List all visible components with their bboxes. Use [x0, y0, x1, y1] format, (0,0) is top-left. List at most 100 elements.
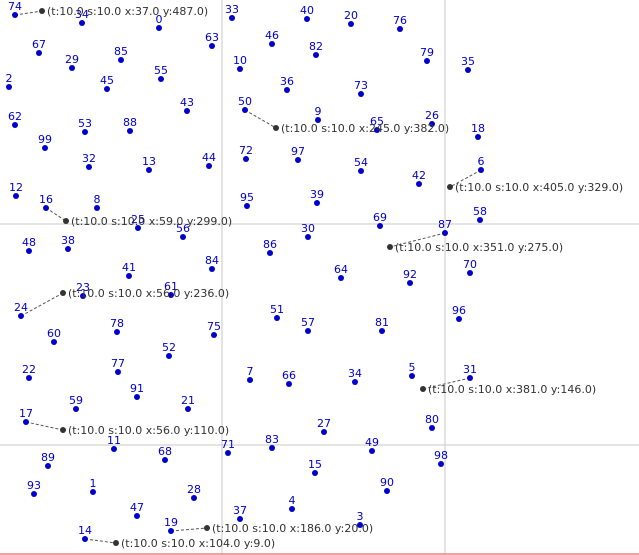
data-point-label-44: 44	[202, 151, 216, 164]
data-point-75	[211, 332, 217, 338]
data-point-50	[242, 107, 248, 113]
annotation-anchor-6	[420, 386, 426, 392]
data-point-label-69: 69	[373, 211, 387, 224]
data-point-83	[269, 445, 275, 451]
data-point-label-40: 40	[300, 4, 314, 17]
annotation-anchor-0	[39, 8, 45, 14]
data-point-label-25: 25	[131, 213, 145, 226]
data-point-42	[416, 181, 422, 187]
data-point-label-72: 72	[239, 144, 253, 157]
data-point-20	[348, 21, 354, 27]
data-point-51	[274, 315, 280, 321]
data-point-13	[146, 167, 152, 173]
data-point-label-4: 4	[289, 494, 296, 507]
data-point-label-43: 43	[180, 96, 194, 109]
data-point-label-19: 19	[164, 516, 178, 529]
data-point-label-80: 80	[425, 413, 439, 426]
data-point-label-34: 34	[75, 8, 89, 21]
data-point-label-23: 23	[76, 281, 90, 294]
data-point-73	[358, 91, 364, 97]
data-point-5	[409, 373, 415, 379]
data-point-label-74: 74	[8, 0, 22, 13]
data-point-label-66: 66	[282, 369, 296, 382]
annotation-label-6: (t:10.0 s:10.0 x:381.0 y:146.0)	[428, 383, 596, 396]
data-point-97	[295, 157, 301, 163]
annotation-label-7: (t:10.0 s:10.0 x:56.0 y:110.0)	[68, 424, 229, 437]
data-point-91	[134, 394, 140, 400]
data-point-80	[429, 425, 435, 431]
data-point-label-30: 30	[301, 222, 315, 235]
data-point-32	[86, 164, 92, 170]
data-point-77	[115, 369, 121, 375]
data-point-35	[465, 67, 471, 73]
data-point-label-17: 17	[19, 407, 33, 420]
data-point-31	[467, 375, 473, 381]
data-point-40	[304, 16, 310, 22]
annotation-leader-1	[244, 109, 277, 129]
data-point-66	[286, 381, 292, 387]
data-point-58	[477, 217, 483, 223]
data-point-34	[352, 379, 358, 385]
annotation-leader-7	[25, 421, 64, 431]
annotation-anchor-5	[60, 290, 66, 296]
annotation-anchor-3	[63, 218, 69, 224]
annotation-label-2: (t:10.0 s:10.0 x:405.0 y:329.0)	[455, 181, 623, 194]
data-point-label-85: 85	[114, 45, 128, 58]
data-point-label-27: 27	[317, 417, 331, 430]
data-point-34	[79, 20, 85, 26]
data-point-39	[314, 200, 320, 206]
annotation-leader-3	[45, 207, 67, 222]
data-point-label-67: 67	[32, 38, 46, 51]
data-point-label-81: 81	[375, 316, 389, 329]
annotation-leader-5	[20, 292, 64, 317]
data-point-61	[168, 292, 174, 298]
data-point-label-1: 1	[90, 477, 97, 490]
data-point-label-99: 99	[38, 133, 52, 146]
annotation-anchor-1	[273, 125, 279, 131]
data-point-label-38: 38	[61, 234, 75, 247]
data-point-36	[284, 87, 290, 93]
data-point-33	[229, 15, 235, 21]
data-point-label-92: 92	[403, 268, 417, 281]
data-point-label-14: 14	[78, 524, 92, 537]
data-point-18	[475, 134, 481, 140]
data-point-2	[6, 84, 12, 90]
data-point-54	[358, 168, 364, 174]
data-point-55	[158, 76, 164, 82]
data-point-label-22: 22	[22, 363, 36, 376]
data-point-29	[69, 65, 75, 71]
data-point-label-12: 12	[9, 181, 23, 194]
data-point-label-0: 0	[156, 13, 163, 26]
data-point-label-61: 61	[164, 280, 178, 293]
data-point-label-41: 41	[122, 261, 136, 274]
annotation-label-8: (t:10.0 s:10.0 x:186.0 y:20.0)	[212, 522, 373, 535]
data-point-56	[180, 234, 186, 240]
data-point-22	[26, 375, 32, 381]
data-point-label-2: 2	[6, 72, 13, 85]
data-point-6	[478, 167, 484, 173]
data-point-12	[13, 193, 19, 199]
data-point-label-93: 93	[27, 479, 41, 492]
data-point-85	[118, 57, 124, 63]
data-point-label-70: 70	[463, 258, 477, 271]
data-point-label-33: 33	[225, 3, 239, 16]
data-point-53	[82, 129, 88, 135]
data-point-65	[374, 127, 380, 133]
data-point-label-75: 75	[207, 320, 221, 333]
data-point-label-56: 56	[176, 222, 190, 235]
annotation-leader-4	[389, 232, 446, 248]
data-point-label-79: 79	[420, 46, 434, 59]
data-point-24	[18, 313, 24, 319]
data-point-label-16: 16	[39, 193, 53, 206]
data-point-label-51: 51	[270, 303, 284, 316]
data-point-label-49: 49	[365, 436, 379, 449]
data-point-label-8: 8	[94, 193, 101, 206]
data-point-label-29: 29	[65, 53, 79, 66]
data-point-16	[43, 205, 49, 211]
data-point-label-10: 10	[233, 54, 247, 67]
data-point-89	[45, 463, 51, 469]
data-point-3	[357, 522, 363, 528]
data-point-68	[162, 457, 168, 463]
